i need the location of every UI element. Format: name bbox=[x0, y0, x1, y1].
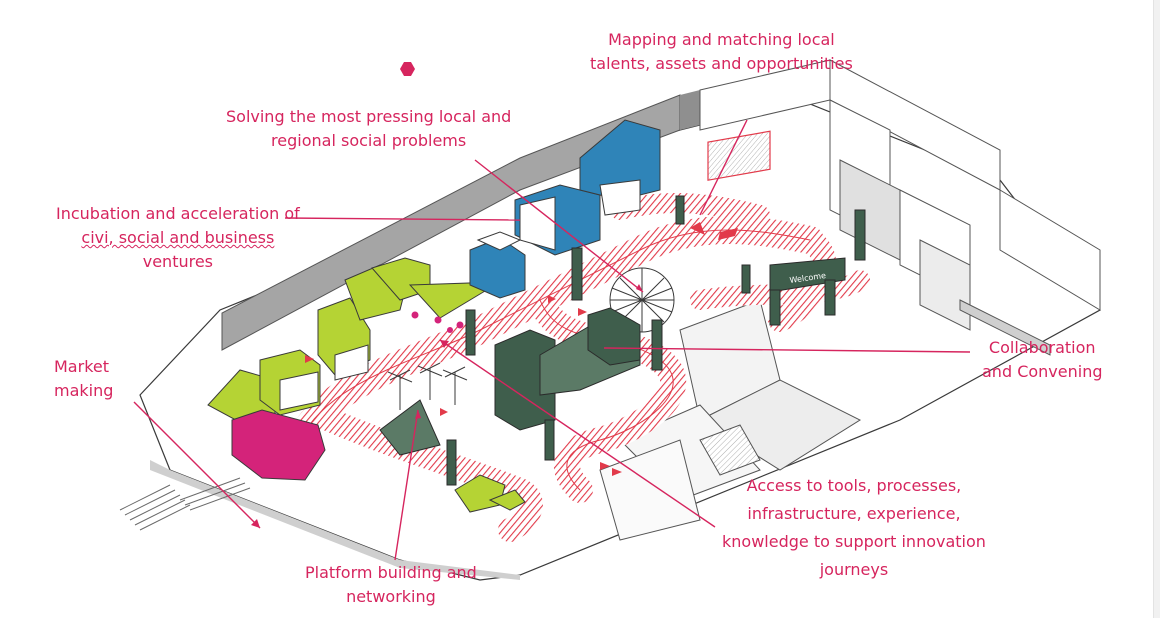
label-incubation: Incubation and acceleration of civi, soc… bbox=[56, 202, 300, 274]
label-incubation-line-3: ventures bbox=[142, 252, 214, 271]
label-access-line-1: Access to tools, processes, bbox=[746, 476, 962, 495]
label-incubation-line-1: Incubation and acceleration of bbox=[56, 204, 300, 223]
label-access-line-3: knowledge to support innovation bbox=[722, 532, 986, 551]
palm-trees bbox=[387, 362, 468, 410]
label-platform-line-1: Platform building and bbox=[305, 563, 477, 582]
leader-arrowheads bbox=[251, 284, 643, 528]
label-platform-line-2: networking bbox=[346, 587, 436, 606]
stairs bbox=[119, 477, 251, 531]
label-access-line-4: journeys bbox=[819, 560, 889, 579]
red-flags bbox=[305, 222, 738, 476]
label-collaboration-line-1: Collaboration bbox=[988, 338, 1096, 357]
label-solving-line-2: regional social problems bbox=[271, 131, 467, 150]
green-stage bbox=[379, 195, 866, 486]
blue-modules bbox=[469, 119, 661, 299]
leader-lines bbox=[133, 119, 971, 561]
label-incubation-line-2: civi, social and business bbox=[81, 228, 275, 247]
label-solving: Solving the most pressing local and regi… bbox=[226, 105, 511, 153]
label-market-line-1: Market bbox=[54, 357, 109, 376]
label-collaboration: Collaboration and Convening bbox=[982, 336, 1102, 384]
label-market-line-2: making bbox=[54, 381, 114, 400]
label-market: Market making bbox=[54, 355, 113, 403]
label-access-line-2: infrastructure, experience, bbox=[747, 504, 961, 523]
label-platform: Platform building and networking bbox=[305, 561, 477, 609]
label-mapping-line-2: talents, assets and opportunities bbox=[590, 54, 853, 73]
hexagon-marker-icon bbox=[400, 62, 415, 76]
vertical-scrollbar[interactable] bbox=[1153, 0, 1160, 618]
back-wall bbox=[221, 90, 700, 351]
label-mapping: Mapping and matching local talents, asse… bbox=[590, 28, 853, 76]
label-solving-line-1: Solving the most pressing local and bbox=[226, 107, 512, 126]
hanging-lamps bbox=[411, 311, 464, 333]
label-access: Access to tools, processes, infrastructu… bbox=[722, 472, 986, 584]
label-mapping-line-1: Mapping and matching local bbox=[608, 30, 835, 49]
label-collaboration-line-2: and Convening bbox=[982, 362, 1103, 381]
magenta-panel bbox=[231, 409, 326, 481]
geodesic-dome bbox=[609, 267, 675, 333]
